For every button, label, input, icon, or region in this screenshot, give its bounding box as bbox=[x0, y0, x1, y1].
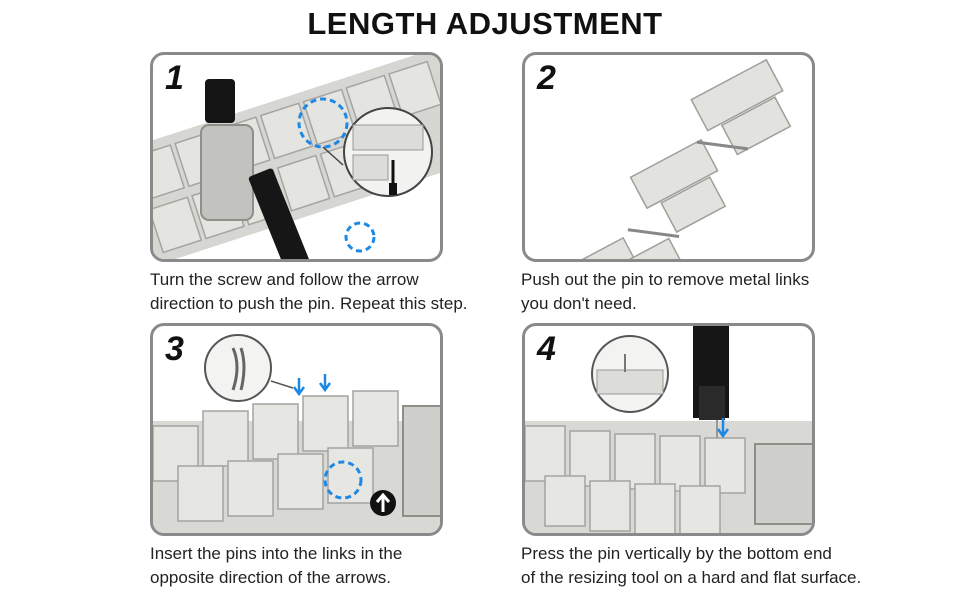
press-pin-image bbox=[525, 326, 812, 533]
page-title: LENGTH ADJUSTMENT bbox=[307, 6, 663, 41]
screw-highlight-circle bbox=[344, 221, 376, 253]
step-1-illustration: 1 bbox=[150, 52, 443, 262]
pin-highlight-circle bbox=[297, 97, 349, 149]
step-4-caption: Press the pin vertically by the bottom e… bbox=[521, 544, 862, 587]
arrow-highlight-circle bbox=[323, 460, 363, 500]
step-2-number: 2 bbox=[537, 59, 556, 97]
tool-black-body bbox=[248, 168, 313, 259]
insert-pins-image bbox=[153, 334, 440, 533]
tool-top-holder bbox=[205, 79, 235, 123]
zoom-inset bbox=[343, 107, 433, 197]
step-4-illustration: 4 bbox=[522, 323, 815, 536]
step-3-caption: Insert the pins into the links in the op… bbox=[150, 544, 403, 587]
step-2-illustration: 2 bbox=[522, 52, 815, 262]
step-2-caption: Push out the pin to remove metal links y… bbox=[521, 270, 810, 313]
arrow-down-icon bbox=[318, 374, 332, 393]
clasp bbox=[754, 443, 812, 525]
arrow-down-icon bbox=[716, 418, 730, 439]
step-1-number: 1 bbox=[165, 59, 184, 97]
step-3-illustration: 3 bbox=[150, 323, 443, 536]
step-3-number: 3 bbox=[165, 330, 184, 368]
arrow-down-icon bbox=[292, 378, 306, 397]
bracelet-with-tool-image bbox=[153, 55, 440, 259]
clasp bbox=[200, 124, 254, 221]
step-4-number: 4 bbox=[537, 330, 556, 368]
step-1-caption: Turn the screw and follow the arrow dire… bbox=[150, 270, 468, 313]
clasp bbox=[402, 405, 440, 517]
removed-links-image bbox=[542, 58, 792, 259]
pin-left bbox=[627, 228, 680, 238]
pin-right bbox=[696, 140, 749, 151]
